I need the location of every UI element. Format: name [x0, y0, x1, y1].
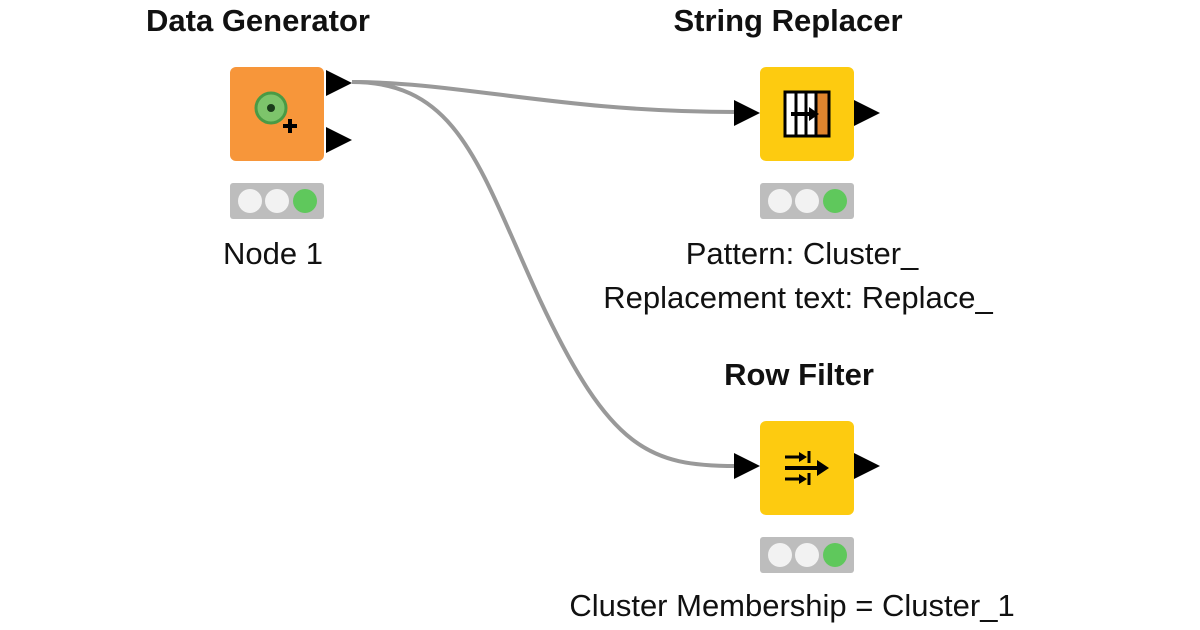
status-light-2	[265, 189, 289, 213]
string-replacer-input-port[interactable]	[734, 100, 760, 126]
data-generator-output-port-2[interactable]	[326, 127, 352, 153]
row-filter-output-port[interactable]	[854, 453, 880, 479]
status-lights-string-replacer	[760, 183, 854, 219]
node-string-replacer[interactable]	[760, 67, 854, 161]
status-light-1	[237, 189, 262, 213]
node-label-string-replacer-pattern: Pattern: Cluster_	[685, 236, 919, 271]
status-light-2	[795, 543, 819, 567]
node-row-filter[interactable]	[760, 421, 854, 515]
status-light-1	[767, 543, 792, 567]
data-generator-icon	[254, 91, 297, 133]
node-title-row-filter: Row Filter	[724, 357, 874, 392]
row-filter-icon	[785, 451, 829, 485]
status-light-2	[795, 189, 819, 213]
status-lights-row-filter	[760, 537, 854, 573]
row-filter-input-port[interactable]	[734, 453, 760, 479]
node-title-string-replacer: String Replacer	[673, 3, 903, 38]
string-replacer-output-port[interactable]	[854, 100, 880, 126]
status-light-1	[767, 189, 792, 213]
node-label-data-generator: Node 1	[223, 236, 323, 271]
node-label-string-replacer-replacement: Replacement text: Replace_	[603, 280, 993, 315]
status-light-3	[822, 543, 847, 567]
node-data-generator[interactable]	[230, 67, 324, 161]
node-title-data-generator: Data Generator	[146, 3, 370, 38]
status-lights-data-generator	[230, 183, 324, 219]
data-generator-output-port-1[interactable]	[326, 70, 352, 96]
node-label-row-filter: Cluster Membership = Cluster_1	[569, 588, 1015, 623]
status-light-3	[822, 189, 847, 213]
connection-datagen-to-rowfilter[interactable]	[351, 80, 737, 468]
connection-datagen-to-stringreplacer[interactable]	[351, 80, 737, 114]
status-light-3	[292, 189, 317, 213]
string-replacer-icon	[783, 90, 831, 138]
